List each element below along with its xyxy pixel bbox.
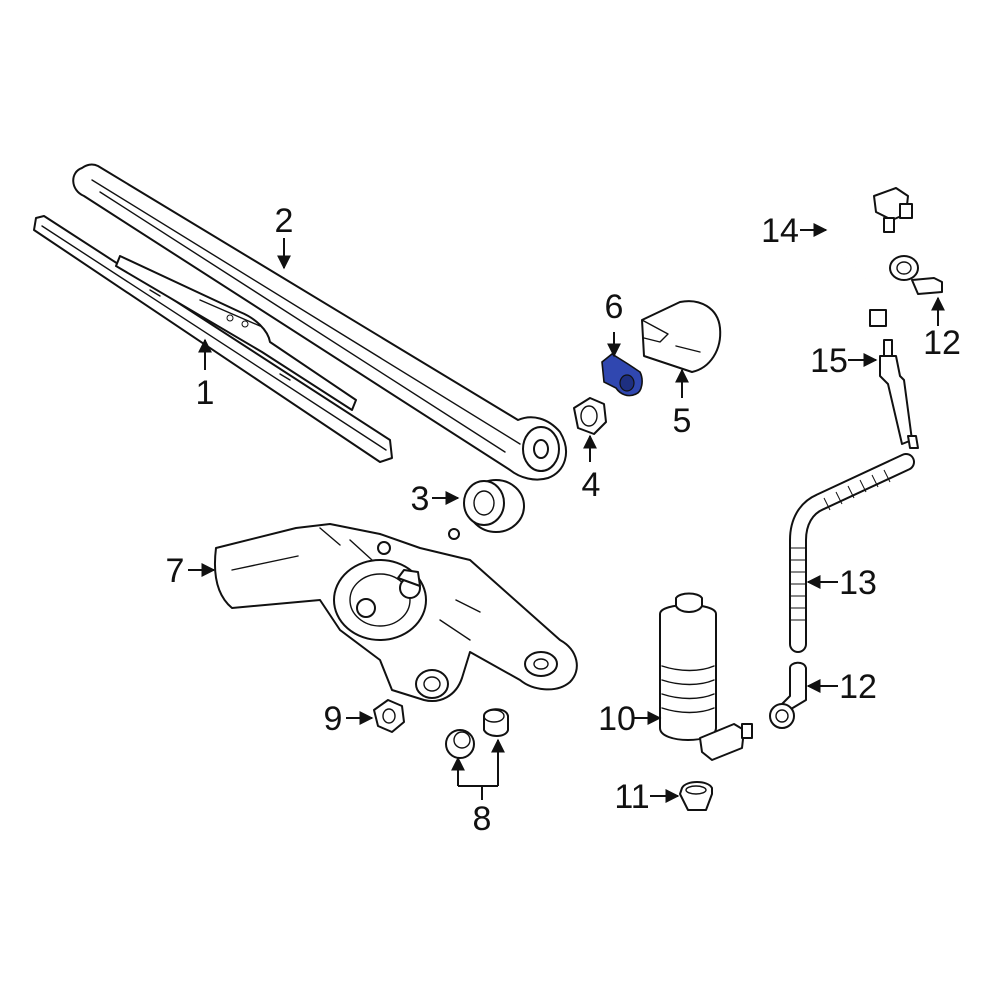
callout-13: 13	[839, 564, 877, 602]
wiring-harness[interactable]	[826, 187, 913, 327]
callout-2: 2	[275, 202, 294, 240]
callout-3: 3	[411, 480, 430, 518]
leader-lines	[188, 223, 945, 803]
callout-9: 9	[324, 700, 343, 738]
callout-12-lower: 12	[839, 668, 877, 706]
arm-nut[interactable]	[573, 397, 607, 435]
bushings[interactable]	[445, 708, 509, 759]
washer-nozzle[interactable]	[879, 339, 919, 449]
callout-15: 15	[810, 342, 848, 380]
callout-4: 4	[582, 466, 601, 504]
elbow-connector-lower[interactable]	[769, 661, 807, 729]
callout-11: 11	[614, 778, 649, 816]
wiper-motor[interactable]	[214, 523, 578, 702]
pump-grommet[interactable]	[679, 781, 713, 811]
callout-14: 14	[761, 212, 799, 250]
callout-8: 8	[473, 800, 492, 838]
callout-10: 10	[598, 700, 636, 738]
wiper-blade[interactable]	[33, 215, 393, 463]
wiper-arm[interactable]	[72, 163, 567, 481]
callout-7: 7	[166, 552, 185, 590]
motor-nut[interactable]	[373, 699, 405, 733]
callout-5: 5	[673, 402, 692, 440]
callout-6: 6	[605, 288, 624, 326]
callout-1: 1	[196, 374, 215, 412]
cover-cap[interactable]	[641, 300, 722, 373]
washer-hose[interactable]	[789, 453, 915, 653]
elbow-connector-upper[interactable]	[889, 255, 943, 295]
washer-pump[interactable]	[659, 592, 753, 761]
grommet[interactable]	[463, 479, 525, 533]
callout-12-upper: 12	[923, 324, 961, 362]
callout-labels: 1 2 3 4 5 6 7 8 9 10 11 12 12 13 14 15	[166, 202, 961, 838]
highlighted-part-6[interactable]	[601, 353, 643, 397]
